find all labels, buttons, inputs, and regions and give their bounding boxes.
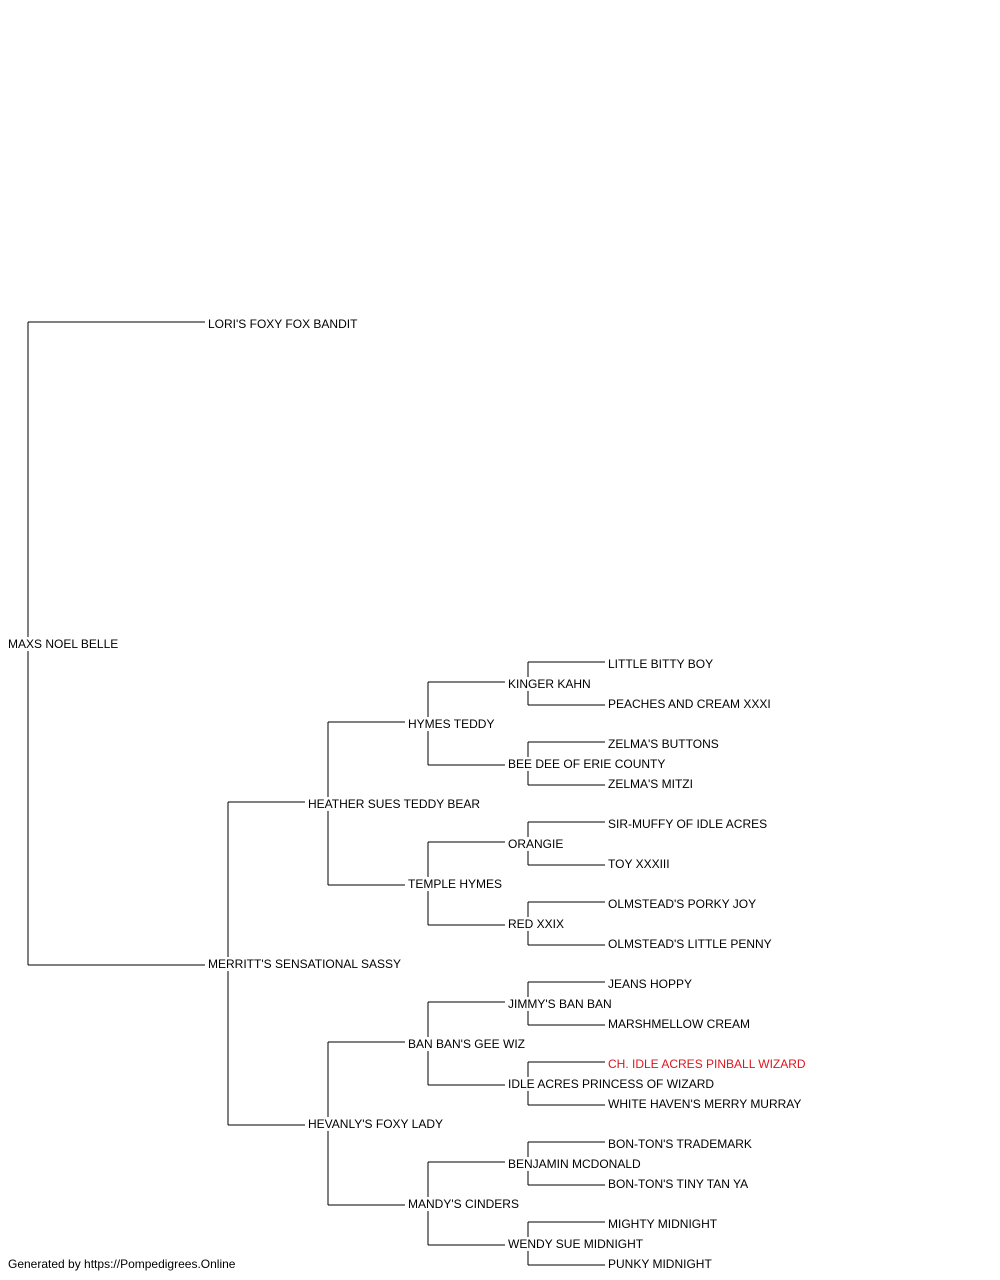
gen4-name-7: BENJAMIN MCDONALD bbox=[508, 1157, 642, 1171]
gen3-name-1: HYMES TEDDY bbox=[408, 717, 496, 731]
gen5-name-5: SIR-MUFFY OF IDLE ACRES bbox=[608, 817, 769, 831]
gen5-name-10: MARSHMELLOW CREAM bbox=[608, 1017, 752, 1031]
gen5-name-4: ZELMA'S MITZI bbox=[608, 777, 694, 791]
dam-sire-name: HEATHER SUES TEDDY BEAR bbox=[308, 797, 482, 811]
gen3-name-3: BAN BAN'S GEE WIZ bbox=[408, 1037, 526, 1051]
gen5-name-2: PEACHES AND CREAM XXXI bbox=[608, 697, 772, 711]
gen5-name-1: LITTLE BITTY BOY bbox=[608, 657, 715, 671]
gen4-name-8: WENDY SUE MIDNIGHT bbox=[508, 1237, 645, 1251]
generated-by-footer: Generated by https://Pompedigrees.Online bbox=[8, 1257, 236, 1271]
gen4-name-6: IDLE ACRES PRINCESS OF WIZARD bbox=[508, 1077, 716, 1091]
gen5-name-15: MIGHTY MIDNIGHT bbox=[608, 1217, 719, 1231]
gen5-name-6: TOY XXXIII bbox=[608, 857, 671, 871]
gen5-name-13: BON-TON'S TRADEMARK bbox=[608, 1137, 753, 1151]
gen5-name-12: WHITE HAVEN'S MERRY MURRAY bbox=[608, 1097, 803, 1111]
sire-name: LORI'S FOXY FOX BANDIT bbox=[208, 317, 359, 331]
subject-name: MAXS NOEL BELLE bbox=[8, 637, 120, 651]
gen5-name-16: PUNKY MIDNIGHT bbox=[608, 1257, 713, 1271]
gen5-name-14: BON-TON'S TINY TAN YA bbox=[608, 1177, 750, 1191]
dam-dam-name: HEVANLY'S FOXY LADY bbox=[308, 1117, 445, 1131]
gen5-name-3: ZELMA'S BUTTONS bbox=[608, 737, 720, 751]
gen5-name-11-champion: CH. IDLE ACRES PINBALL WIZARD bbox=[608, 1057, 807, 1071]
gen4-name-4: RED XXIX bbox=[508, 917, 566, 931]
gen5-name-7: OLMSTEAD'S PORKY JOY bbox=[608, 897, 758, 911]
gen4-name-1: KINGER KAHN bbox=[508, 677, 592, 691]
dam-name: MERRITT'S SENSATIONAL SASSY bbox=[208, 957, 402, 971]
gen5-name-8: OLMSTEAD'S LITTLE PENNY bbox=[608, 937, 773, 951]
gen4-name-5: JIMMY'S BAN BAN bbox=[508, 997, 613, 1011]
gen4-name-2: BEE DEE OF ERIE COUNTY bbox=[508, 757, 667, 771]
gen5-name-9: JEANS HOPPY bbox=[608, 977, 694, 991]
gen3-name-4: MANDY'S CINDERS bbox=[408, 1197, 520, 1211]
gen3-name-2: TEMPLE HYMES bbox=[408, 877, 504, 891]
gen4-name-3: ORANGIE bbox=[508, 837, 565, 851]
